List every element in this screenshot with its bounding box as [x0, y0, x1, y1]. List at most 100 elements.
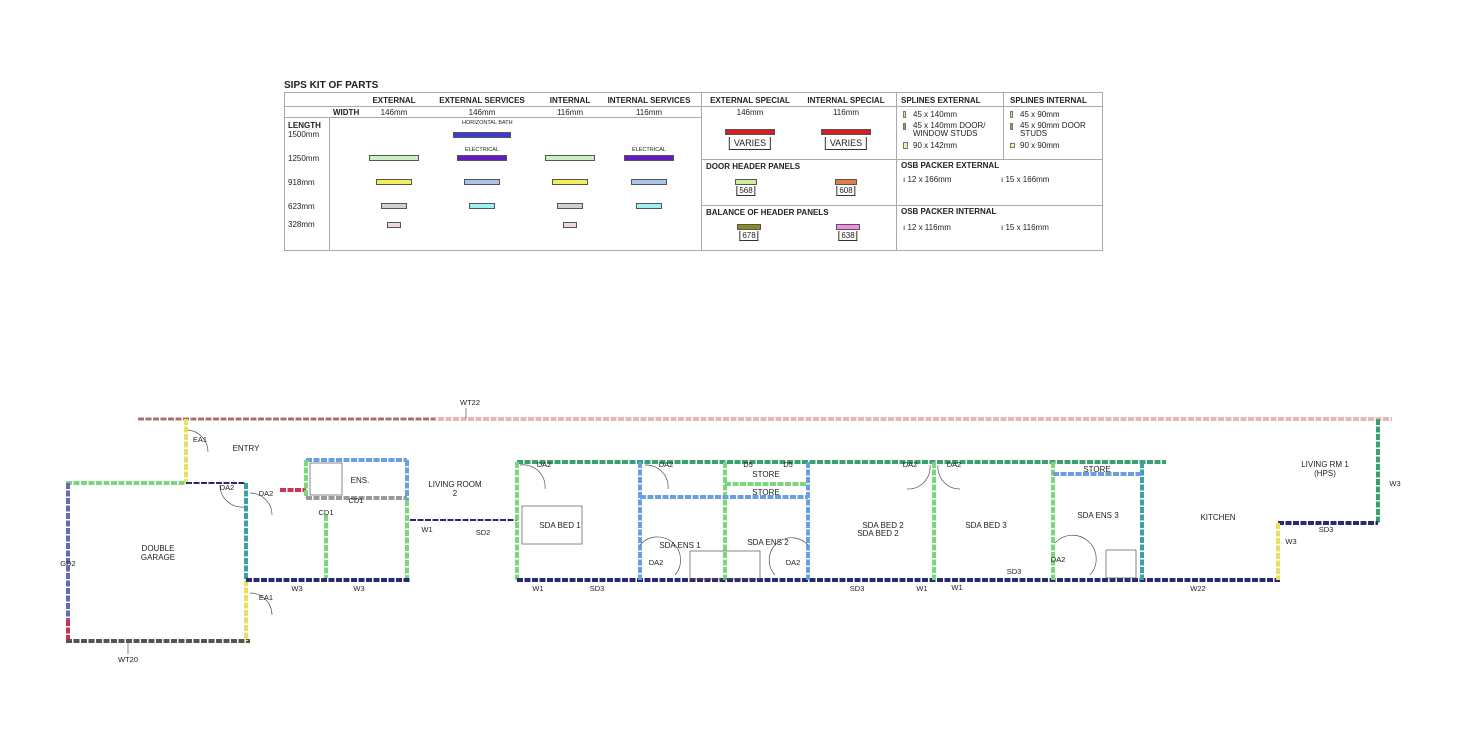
- osb-value: 12 x 116mm: [907, 223, 951, 232]
- osb-internal-title: OSB PACKER INTERNAL: [901, 207, 997, 216]
- panel-swatch-external-623: [381, 203, 407, 209]
- tag-wt22: WT22: [460, 398, 480, 407]
- panel-swatch-int-services-918: [631, 179, 667, 185]
- room-label-sda-bed-2: SDA BED 2: [862, 521, 904, 530]
- tag-ea1: EA1: [259, 593, 273, 602]
- tag-da2: DA2: [947, 460, 962, 469]
- panel-swatch-internal-special: [821, 129, 871, 135]
- room-label-sda-bed-1: SDA BED 1: [539, 521, 581, 530]
- room-label-living-1: (HPS): [1314, 469, 1336, 478]
- col-header: INTERNAL: [549, 96, 591, 105]
- divider: [701, 205, 1102, 206]
- tag-w3: W3: [1389, 479, 1400, 488]
- col-header: EXTERNAL SERVICES: [439, 96, 525, 105]
- tag-w1: W1: [916, 584, 927, 593]
- col-header: INTERNAL SERVICES: [607, 96, 691, 105]
- osb-value: 15 x 116mm: [1005, 223, 1049, 232]
- room-label-garage: DOUBLE: [142, 544, 175, 553]
- length-value: 1500mm: [288, 130, 320, 139]
- panel-swatch-external-328: [387, 222, 401, 228]
- divider: [701, 93, 702, 251]
- tag-sd3: SD3: [590, 584, 605, 593]
- divider: [896, 93, 897, 251]
- length-value: 623mm: [288, 202, 315, 211]
- tag-w1: W1: [532, 584, 543, 593]
- door-swing: [906, 464, 931, 490]
- col-header: EXTERNAL SPECIAL: [710, 96, 790, 105]
- tag-gd2: GD2: [60, 559, 75, 568]
- door-header-value: 608: [836, 186, 856, 196]
- divider: [285, 117, 701, 118]
- panel-swatch-internal-1250: [545, 155, 595, 161]
- divider: [329, 117, 330, 251]
- room-label-entry: ENTRY: [233, 444, 261, 453]
- spline-icon: [1010, 111, 1013, 118]
- panel-swatch-door-608: [835, 179, 857, 185]
- shower-icon: [689, 550, 761, 580]
- room-label-store: STORE: [752, 470, 779, 479]
- panel-swatch-services-918: [464, 179, 500, 185]
- spline-icon: [903, 142, 908, 149]
- varies-label: VARIES: [824, 137, 868, 150]
- col-header: SPLINES INTERNAL: [1010, 96, 1087, 105]
- door-swing: [768, 537, 809, 576]
- panel-swatch-door-568: [735, 179, 757, 185]
- panel-swatch-services-623: [469, 203, 495, 209]
- width-value: 146mm: [736, 108, 764, 117]
- room-label-garage: GARAGE: [141, 553, 175, 562]
- osb-internal-value: ı 12 x 116mm: [903, 223, 951, 232]
- tag-da2: DA2: [659, 460, 674, 469]
- tag-sd3: SD3: [850, 584, 865, 593]
- room-label-living-2: LIVING ROOM: [428, 480, 482, 489]
- varies-label: VARIES: [728, 137, 772, 150]
- spline-external: 45 x 140mm: [913, 110, 958, 119]
- room-label-sda-ens-1: SDA ENS 1: [659, 541, 701, 550]
- osb-external-value: ı 12 x 166mm: [903, 175, 952, 184]
- tag-da2: DA2: [786, 558, 801, 567]
- tag-sd3: SD3: [1007, 567, 1022, 576]
- tag-da2: DA2: [537, 460, 552, 469]
- legend-title: SIPS KIT OF PARTS: [284, 80, 379, 91]
- divider: [1003, 93, 1004, 159]
- balance-header-title: BALANCE OF HEADER PANELS: [706, 208, 829, 217]
- spline-icon: [1010, 123, 1013, 130]
- bed-icon: [521, 505, 583, 545]
- tag-cd1: CD1: [348, 496, 363, 505]
- panel-swatch-internal-328: [563, 222, 577, 228]
- osb-internal-value: ı 15 x 116mm: [1001, 223, 1049, 232]
- divider: [896, 106, 1102, 107]
- panel-swatch-electrical-1250: [457, 155, 507, 161]
- door-header-value: 568: [736, 186, 756, 196]
- osb-external-value: ı 15 x 166mm: [1001, 175, 1050, 184]
- tag-ea1: EA1: [193, 435, 207, 444]
- divider: [701, 159, 1102, 160]
- balance-header-value: 638: [838, 231, 858, 241]
- col-header: INTERNAL SPECIAL: [807, 96, 885, 105]
- room-label-sda-bed-3: SDA BED 3: [965, 521, 1007, 530]
- door-swing: [644, 464, 669, 490]
- length-value: 918mm: [288, 178, 315, 187]
- door-swing: [249, 592, 273, 616]
- horizontal-bath-note: HORIZONTAL BATH: [462, 120, 513, 126]
- tag-w3: W3: [1285, 537, 1296, 546]
- col-header: SPLINES EXTERNAL: [901, 96, 981, 105]
- tag-wt20: WT20: [118, 655, 138, 664]
- door-swing: [937, 464, 961, 490]
- spline-external: 45 x 140mm DOOR/ WINDOW STUDS: [913, 121, 986, 138]
- panel-swatch-int-services-623: [636, 203, 662, 209]
- room-label-sda-bed-2: SDA BED 2: [857, 529, 899, 538]
- room-label-sda-ens-3: SDA ENS 3: [1077, 511, 1119, 520]
- tag-sd3: SD3: [1319, 525, 1334, 534]
- width-value: 116mm: [556, 108, 584, 117]
- spline-internal: 45 x 90mm: [1020, 110, 1060, 119]
- door-swing: [249, 492, 273, 516]
- width-value: 116mm: [635, 108, 663, 117]
- osb-external-title: OSB PACKER EXTERNAL: [901, 161, 1000, 170]
- room-label-living-2: 2: [453, 489, 458, 498]
- panel-swatch-int-electrical-1250: [624, 155, 674, 161]
- spline-external: 90 x 142mm: [913, 141, 958, 150]
- room-label-kitchen: KITCHEN: [1200, 513, 1235, 522]
- col-header: EXTERNAL: [372, 96, 416, 105]
- tag-cd1: CD1: [318, 508, 333, 517]
